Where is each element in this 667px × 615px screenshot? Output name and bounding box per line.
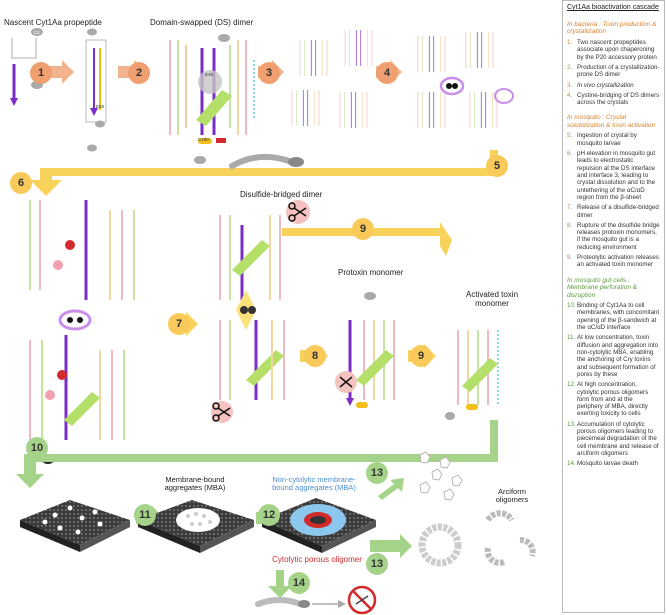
crystal-structures <box>291 30 373 129</box>
mba-membrane <box>138 500 254 553</box>
list-item: 1.Two nascent propeptides associate upon… <box>567 38 657 61</box>
list-item: 5.Ingestion of crystal by mosquito larva… <box>567 132 637 147</box>
list-item: 2.Production of a crystallization-prone … <box>567 63 660 79</box>
list-item: 7.Release of a disulfide-bridged dimer <box>567 204 659 219</box>
step-badge-7: 7 <box>168 313 190 335</box>
label-ds-dimer: Domain-swapped (DS) dimer <box>150 18 254 27</box>
step-badge-12: 12 <box>258 504 280 526</box>
label-arciform: Arciform oligomers <box>495 487 529 505</box>
residue-e45: E45 <box>205 72 214 77</box>
step-badge-13-upper: 13 <box>366 462 388 484</box>
step-badge-9-bottom: 9 <box>410 345 432 367</box>
section-gut-cells-heading: In mosquito gut cells : Membrane perfora… <box>567 276 638 299</box>
porous-oligomer-ring <box>418 523 462 567</box>
list-item: 10.Binding of Cyt1Aa to cell membranes, … <box>567 302 660 332</box>
step-badge-14: 14 <box>288 572 310 594</box>
larva-icon <box>229 153 304 169</box>
label-mba: Membrane-bound aggregates (MBA) <box>164 475 226 493</box>
protoxin-monomer-structure <box>335 292 395 408</box>
residue-c190: C190 <box>198 137 209 142</box>
step5-arrow <box>30 150 498 196</box>
list-item: 3.In vivo crystallization <box>567 81 634 89</box>
released-oligomers <box>419 451 463 501</box>
list-item: 9.Proteolytic activation releases an act… <box>567 254 659 269</box>
membrane-bound-toxin <box>20 500 130 552</box>
list-item: 14.Mosquito larvae death <box>567 460 638 468</box>
step9-top-arrow <box>282 222 452 256</box>
label-cytolytic: Cytolytic porous oligomer <box>272 555 362 564</box>
step-badge-1: 1 <box>30 62 52 84</box>
list-item: 13.Accumulation of cytolytic porous olig… <box>567 420 659 458</box>
step1-arrow <box>44 60 74 84</box>
step-badge-11: 11 <box>134 504 156 526</box>
section-bacteria-heading: In bacteria : Toxin production & crystal… <box>567 21 657 36</box>
label-nascent: Nascent Cyt1Aa propeptide <box>4 18 102 27</box>
residue-c2: C2 <box>34 30 40 35</box>
dissolving-crystal-structure <box>29 200 135 464</box>
step-badge-10: 10 <box>26 437 48 459</box>
crosslinked-crystal-structures <box>417 32 514 129</box>
label-protoxin: Protoxin monomer <box>338 268 404 277</box>
step-badge-9-top: 9 <box>352 218 374 240</box>
label-noncytolytic: Non-cytolytic membrane-bound aggregates … <box>272 475 356 493</box>
label-disulfide-dimer: Disulfide-bridged dimer <box>240 190 323 199</box>
step13-upper-arrow <box>378 478 404 500</box>
list-item: 4.Cystine-bridging of DS dimers across t… <box>567 91 660 107</box>
list-item: 8.Rupture of the disulfide bridge releas… <box>567 221 660 251</box>
list-item: 12.At high concentration, cytolytic poro… <box>567 381 649 418</box>
list-item: 6.pH elevation in mosquito gut leads to … <box>567 150 656 201</box>
panel-title: Cyt1Aa bioactivation cascade <box>567 4 659 11</box>
disulfide-dimer-structure <box>219 215 285 400</box>
step13-lower-arrow <box>370 534 412 558</box>
arciform-oligomers <box>484 510 536 566</box>
residue-e58: E58 <box>96 104 105 109</box>
scissors-icon <box>211 401 233 423</box>
legend-panel: Cyt1Aa bioactivation cascade In bacteria… <box>562 0 665 613</box>
step-badge-5: 5 <box>486 155 508 177</box>
step-badge-2: 2 <box>128 62 150 84</box>
step14-arrow <box>268 570 292 598</box>
label-activated: Activated toxin monomer <box>465 290 519 308</box>
step-badge-4: 4 <box>376 62 398 84</box>
step-badge-13-lower: 13 <box>366 553 388 575</box>
step-badge-3: 3 <box>258 62 280 84</box>
list-item: 11.At low concentration, toxin diffusion… <box>567 334 659 378</box>
larva-icon <box>255 597 310 608</box>
activated-monomer-structure <box>445 330 499 420</box>
chaperoned-pair-structure <box>85 28 107 152</box>
noncytolytic-mba-membrane <box>262 498 376 553</box>
step10-arrow <box>16 420 498 488</box>
section-mosquito-heading: In mosquito : Crystal solubilization & t… <box>567 114 656 129</box>
step-badge-8: 8 <box>304 345 326 367</box>
cascade-diagram <box>10 28 536 615</box>
ds-dimer-structure <box>169 34 255 164</box>
scissors-icon <box>286 200 310 224</box>
step-badge-6: 6 <box>10 172 32 194</box>
dead-mosquito-icon <box>347 585 377 615</box>
